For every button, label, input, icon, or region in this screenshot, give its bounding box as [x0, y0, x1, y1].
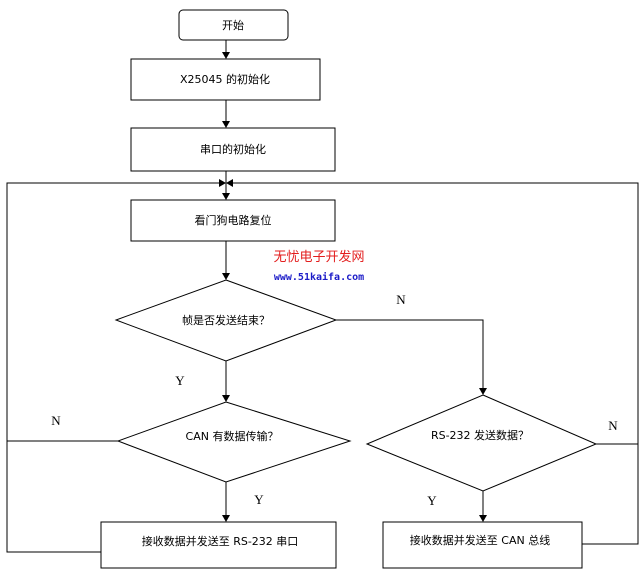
arrowhead-recv-can — [479, 515, 487, 522]
arrowhead-loop-right — [226, 179, 233, 187]
loop-right — [233, 182, 639, 545]
arrowhead-init-x25045 — [222, 52, 230, 59]
init-serial-node: 串口的初始化 — [130, 127, 336, 172]
start-node-label: 开始 — [222, 18, 244, 32]
watermark-url: www.51kaifa.com — [274, 271, 364, 283]
frame-done-label: 帧是否发送结束？ — [182, 313, 270, 327]
init-x25045-label: X25045 的初始化 — [180, 72, 270, 86]
recv-to-can-node: 接收数据并发送至 CAN 总线 — [382, 521, 583, 569]
rs232-no-label: N — [608, 418, 618, 433]
reset-watchdog-node: 看门狗电路复位 — [130, 199, 336, 242]
watermark: 无忧电子开发网 www.51kaifa.com — [273, 249, 364, 283]
arrowhead-watchdog — [222, 193, 230, 200]
recv-to-can-label: 接收数据并发送至 CAN 总线 — [410, 533, 550, 547]
frame-yes-label: Y — [175, 373, 185, 388]
arrowhead-rs232-decision — [479, 388, 487, 395]
frame-done-decision: 帧是否发送结束？ — [114, 279, 338, 362]
can-no-label: N — [51, 413, 61, 428]
rs232-send-decision: RS-232 发送数据？ — [365, 394, 598, 492]
can-yes-label: Y — [254, 492, 264, 507]
start-node: 开始 — [178, 9, 289, 41]
arrowhead-loop-left — [219, 179, 226, 187]
branch-labels: Y N Y N Y N — [51, 292, 618, 508]
rs232-yes-label: Y — [427, 493, 437, 508]
recv-to-rs232-node: 接收数据并发送至 RS-232 串口 — [100, 521, 337, 569]
loop-left — [6, 182, 219, 553]
connectors — [6, 40, 639, 553]
can-data-decision: CAN 有数据传输？ — [116, 401, 352, 483]
arrowhead-recv-rs232 — [222, 515, 230, 522]
connector-frame-no-to-rs232-decision — [336, 319, 484, 388]
recv-to-rs232-label: 接收数据并发送至 RS-232 串口 — [142, 534, 299, 548]
watermark-title: 无忧电子开发网 — [273, 249, 364, 265]
init-x25045-node: X25045 的初始化 — [130, 58, 321, 101]
arrowhead-frame-decision — [222, 273, 230, 280]
rs232-send-label: RS-232 发送数据？ — [431, 428, 529, 442]
reset-watchdog-label: 看门狗电路复位 — [195, 213, 272, 227]
arrowhead-can-decision — [222, 395, 230, 402]
init-serial-label: 串口的初始化 — [200, 142, 266, 156]
arrowhead-init-serial — [222, 121, 230, 128]
frame-no-label: N — [396, 292, 406, 307]
can-data-label: CAN 有数据传输？ — [186, 429, 279, 443]
